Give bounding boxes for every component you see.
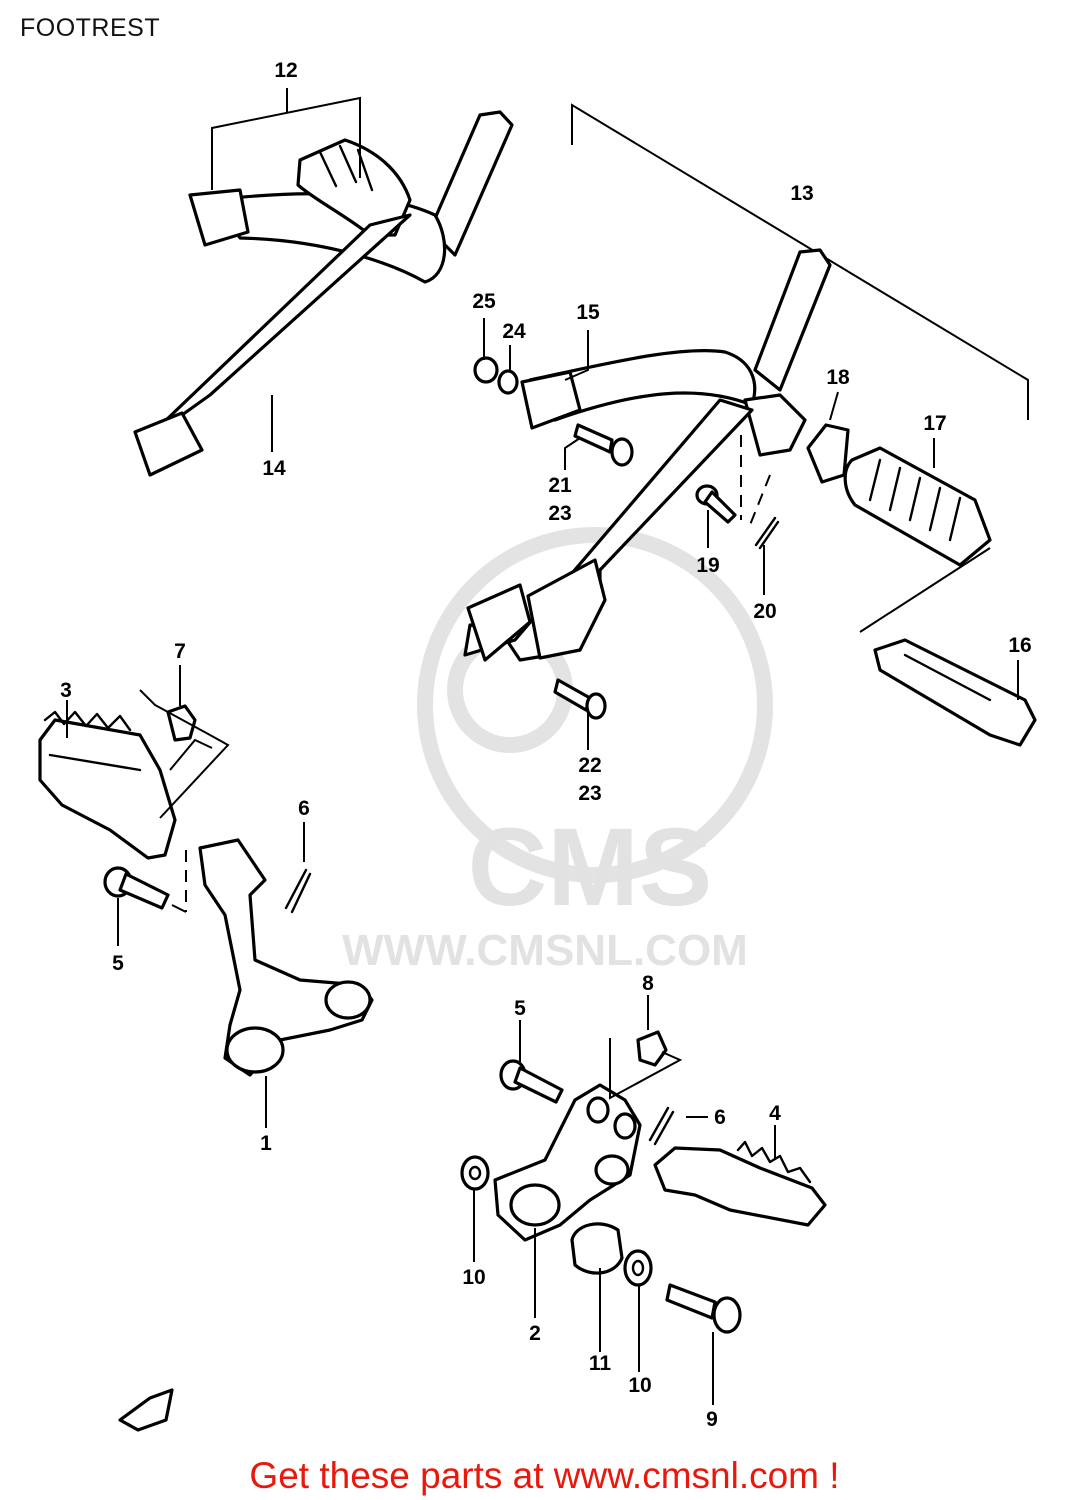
pin-5-right — [499, 1059, 564, 1104]
spring-6-right — [648, 1106, 675, 1146]
front-bracket-left-1 — [198, 838, 374, 1077]
collar-11 — [570, 1222, 624, 1275]
callout-4: 4 — [769, 1102, 781, 1125]
bolt-21 — [573, 423, 634, 467]
spring-8 — [636, 1030, 668, 1067]
callout-13: 13 — [790, 182, 813, 205]
washer-10-right — [623, 1249, 653, 1287]
cotter-pin-20 — [754, 516, 780, 550]
callout-17: 17 — [923, 412, 946, 435]
callout-16: 16 — [1008, 634, 1031, 657]
front-footrest-right-4 — [653, 1140, 827, 1227]
callout-5-left: 5 — [112, 952, 124, 975]
footpeg-rubber-17 — [843, 446, 992, 567]
bracket-13 — [571, 103, 1029, 420]
callout-15: 15 — [576, 301, 600, 324]
front-direction-arrow — [118, 1388, 174, 1432]
callout-10-right: 10 — [628, 1374, 651, 1397]
callout-18: 18 — [826, 366, 850, 389]
footer-link-text[interactable]: Get these parts at www.cmsnl.com ! — [249, 1455, 840, 1496]
right-footrest-bracket — [463, 248, 832, 662]
callout-3: 3 — [60, 679, 72, 702]
callout-9: 9 — [706, 1408, 718, 1431]
leader-lines — [66, 318, 1019, 1405]
callout-5-right: 5 — [514, 997, 526, 1020]
callout-2: 2 — [529, 1322, 541, 1345]
bolt-22 — [553, 678, 607, 720]
front-bracket-right-2 — [493, 1083, 642, 1242]
callout-19: 19 — [696, 554, 719, 577]
footrest-16 — [873, 638, 1037, 747]
rear-footrest-bracket-left — [133, 110, 514, 477]
callout-23-upper: 23 — [548, 502, 571, 525]
callout-22: 22 — [578, 754, 601, 777]
spring-6-left — [284, 868, 312, 914]
callout-23-lower: 23 — [578, 782, 601, 805]
callout-21: 21 — [548, 474, 572, 497]
callout-25: 25 — [472, 290, 496, 313]
callout-14: 14 — [262, 457, 286, 480]
watermark-logo-text: CMS — [468, 806, 712, 929]
bracket-12 — [211, 96, 361, 190]
washer-10-left — [460, 1155, 490, 1191]
callout-24: 24 — [502, 320, 526, 343]
callout-1: 1 — [260, 1132, 272, 1155]
washer-24 — [497, 369, 519, 395]
watermark-url-text: WWW.CMSNL.COM — [342, 926, 748, 975]
diagram-title: FOOTREST — [20, 14, 161, 42]
callout-10-left: 10 — [462, 1266, 485, 1289]
bolt-9 — [665, 1283, 742, 1334]
nut-25 — [473, 356, 499, 384]
callout-12: 12 — [274, 59, 297, 82]
callout-6-right: 6 — [714, 1106, 726, 1129]
front-footrest-left-3 — [38, 710, 177, 860]
callout-6-left: 6 — [298, 797, 310, 820]
spring-7 — [166, 704, 197, 742]
callout-7: 7 — [174, 640, 186, 663]
pin-19 — [695, 484, 737, 524]
callout-8: 8 — [642, 972, 654, 995]
callout-11: 11 — [589, 1352, 612, 1375]
callout-20: 20 — [753, 600, 776, 623]
pin-5-left — [103, 866, 170, 910]
washer-18 — [806, 423, 850, 484]
